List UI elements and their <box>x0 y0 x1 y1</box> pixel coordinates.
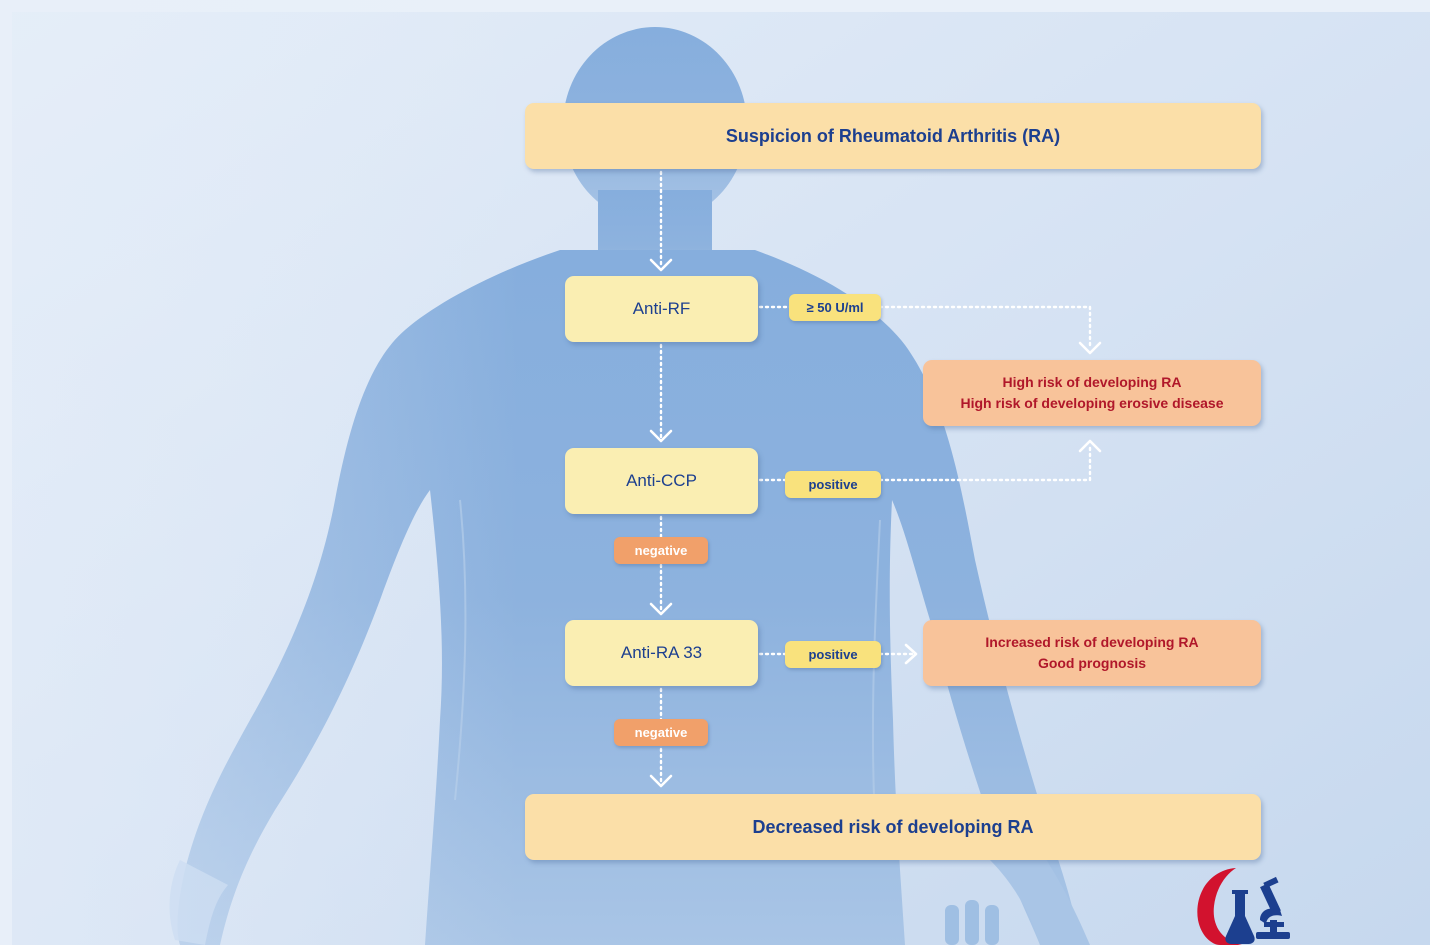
high-risk-line-1: High risk of developing RA <box>1002 374 1182 390</box>
ccp-negative-tag: negative <box>614 537 708 564</box>
anti-ccp-box: Anti-CCP <box>565 448 758 514</box>
crescent-icon <box>1197 868 1242 945</box>
decreased-risk-box: Decreased risk of developing RA <box>525 794 1261 860</box>
increased-risk-line-2: Good prognosis <box>1037 655 1147 671</box>
arrow-up-icon <box>1078 439 1102 453</box>
ra33-positive-tag: positive <box>785 641 881 668</box>
anti-rf-label: Anti-RF <box>632 299 691 318</box>
arrow-down-icon <box>649 429 673 443</box>
ccp-positive-label: positive <box>808 477 858 492</box>
ra33-negative-tag: negative <box>614 719 708 746</box>
ccp-positive-tag: positive <box>785 471 881 498</box>
start-box-label: Suspicion of Rheumatoid Arthritis (RA) <box>725 125 1061 146</box>
arrow-right-icon <box>904 643 918 665</box>
high-risk-box: High risk of developing RA High risk of … <box>923 360 1261 426</box>
anti-ra33-box: Anti-RA 33 <box>565 620 758 686</box>
rf-threshold-label: ≥ 50 U/ml <box>806 300 864 315</box>
rf-threshold-tag: ≥ 50 U/ml <box>789 294 881 321</box>
arrow-down-icon <box>1078 341 1102 355</box>
ra33-positive-label: positive <box>808 647 858 662</box>
increased-risk-box: Increased risk of developing RA Good pro… <box>923 620 1261 686</box>
arrow-down-icon <box>649 602 673 616</box>
ra33-negative-label: negative <box>634 725 688 740</box>
increased-risk-line-1: Increased risk of developing RA <box>985 634 1199 650</box>
high-risk-line-2: High risk of developing erosive disease <box>960 395 1224 411</box>
arrow-down-icon <box>649 774 673 788</box>
anti-ra33-label: Anti-RA 33 <box>620 643 703 662</box>
ccp-negative-label: negative <box>634 543 688 558</box>
microscope-icon <box>1256 876 1290 939</box>
lab-logo <box>1197 868 1290 945</box>
anti-rf-box: Anti-RF <box>565 276 758 342</box>
anti-ccp-label: Anti-CCP <box>626 471 697 490</box>
start-box: Suspicion of Rheumatoid Arthritis (RA) <box>525 103 1261 169</box>
flask-icon <box>1225 890 1255 944</box>
arrow-down-icon <box>649 258 673 272</box>
decreased-risk-label: Decreased risk of developing RA <box>752 816 1034 837</box>
